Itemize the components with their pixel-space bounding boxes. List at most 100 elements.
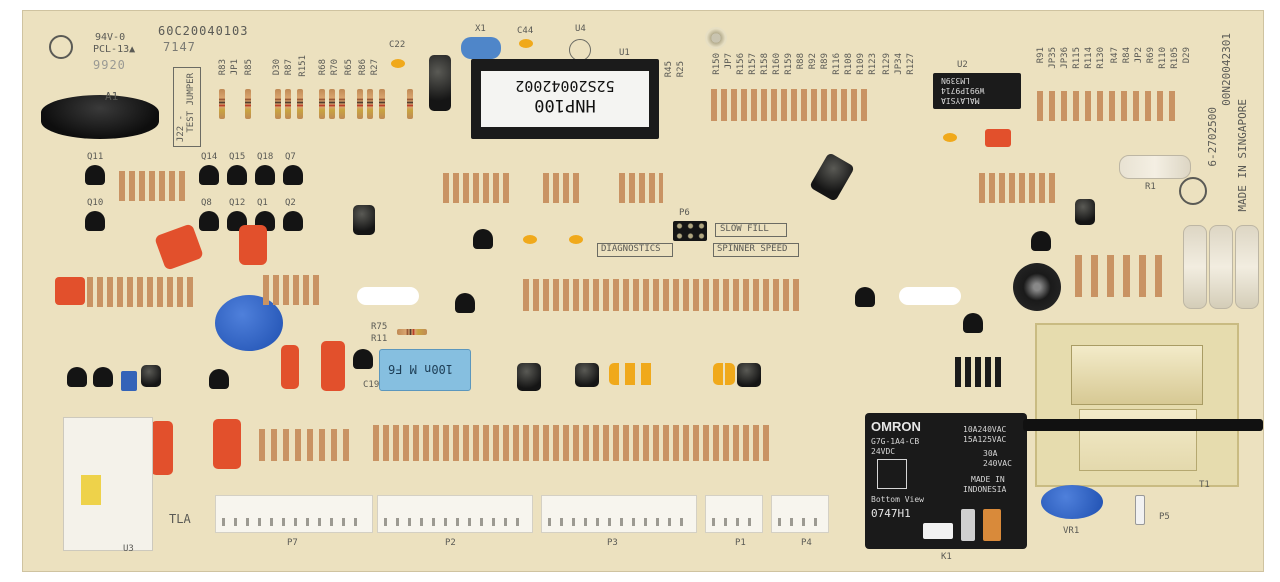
capacitor-c20 (281, 345, 299, 389)
microcontroller-u1: 52S20042002 HNP100 (471, 59, 659, 139)
capacitor-c28 (943, 133, 957, 142)
relay-schematic-icon (877, 459, 907, 489)
p7-label: P7 (287, 538, 298, 548)
ref-r70: R70 (330, 59, 340, 76)
fuse-p5 (1135, 495, 1145, 525)
resistor (379, 89, 385, 119)
ref-r130: R115 (1072, 47, 1082, 69)
transistor-q2 (283, 211, 303, 231)
resistor (319, 89, 325, 119)
t1-label: T1 (1199, 480, 1210, 490)
relay-rating1: 10A240VAC (963, 425, 1007, 434)
ref-r151: R151 (298, 55, 308, 77)
ref-r114: JP36 (1060, 47, 1070, 69)
buzzer-a1 (41, 95, 159, 139)
capacitor-c13 (569, 235, 583, 244)
ref-r129: R109 (856, 53, 866, 75)
relay-terminal (923, 523, 953, 539)
spinner-speed-box (713, 243, 799, 257)
test-jumper-label: TEST JUMPER (186, 73, 196, 133)
ref-r127: R129 (882, 53, 892, 75)
relay-terminal (961, 509, 975, 541)
u1-part-line1: HNP100 (534, 95, 596, 115)
slow-fill-label: SLOW FILL (720, 224, 769, 234)
resistor-row-left2 (263, 275, 323, 305)
ref-r160: R157 (748, 53, 758, 75)
tla-latch (81, 475, 101, 505)
diode-row (955, 357, 1001, 387)
resistor (367, 89, 373, 119)
film-capacitor-c19: 100n M F6 (379, 349, 471, 391)
transistor-q14 (199, 165, 219, 185)
yellow-caps-row2 (713, 363, 735, 385)
power-resistor-r102 (1209, 225, 1233, 309)
resistor-bank-top (711, 89, 871, 121)
ref-r87: R87 (284, 59, 294, 76)
u1-part-line2: 52S20042002 (515, 77, 615, 95)
ref-r123: R108 (844, 53, 854, 75)
c22-label: C22 (389, 40, 406, 50)
u2-line1: LM339N (941, 76, 970, 85)
u4-label: U4 (575, 24, 586, 34)
part-number-line2: 00N20042301 (1220, 33, 1233, 106)
q14-label: Q14 (201, 152, 218, 162)
q2-label: Q2 (285, 198, 296, 208)
resistor-bank-midleft (119, 171, 189, 201)
relay-rating3: 30A (983, 449, 998, 458)
connector-p7 (215, 495, 373, 533)
ref-jp1: JP1 (230, 59, 240, 76)
ul-logo-icon (1179, 177, 1207, 205)
q15-label: Q15 (229, 152, 246, 162)
connector-p1 (705, 495, 763, 533)
part-code-label: 60C20040103 (158, 24, 249, 38)
transistor-q21 (473, 229, 493, 249)
resistor-r75 (397, 329, 427, 335)
transistor-q18 (255, 165, 275, 185)
p3-label: P3 (607, 538, 618, 548)
relay-k1: OMRON G7G-1A4-CB 24VDC 10A240VAC 15A125V… (865, 413, 1027, 549)
ref-r158: R156 (736, 53, 746, 75)
transformer-t1 (1035, 323, 1239, 487)
capacitor-c18 (523, 235, 537, 244)
ref-r116: R92 (808, 53, 818, 70)
ref-r150: R45 (664, 61, 674, 78)
r75-label: R75 (371, 322, 388, 332)
u1-label-sticker: 52S20042002 HNP100 (481, 71, 649, 127)
relay-bottom-view: Bottom View (871, 495, 924, 504)
resistor (219, 89, 225, 119)
transistor-q15 (227, 165, 247, 185)
ref-jp3: D29 (1182, 47, 1192, 64)
relay-terminal (983, 509, 1001, 541)
power-resistor-r103 (1235, 225, 1259, 309)
resistor-row-left (87, 277, 197, 307)
resistor-bank-mid4 (979, 173, 1059, 203)
ref-r105: R69 (1146, 47, 1156, 64)
relay-rating2: 15A125VAC (963, 435, 1007, 444)
pcl-label: PCL-13▲ (93, 44, 136, 55)
resistor (245, 89, 251, 119)
q12-label: Q12 (229, 198, 246, 208)
ref-r85: R85 (244, 59, 254, 76)
ref-r89: R88 (796, 53, 806, 70)
transistor-q20 (93, 367, 113, 387)
connector-p2 (377, 495, 533, 533)
transistor-q22 (455, 293, 475, 313)
p1-label: P1 (735, 538, 746, 548)
resistor (297, 89, 303, 119)
transistor-q10 (85, 211, 105, 231)
relay-code: 0747H1 (871, 507, 911, 520)
resistor (407, 89, 413, 119)
ref-r109: R116 (832, 53, 842, 75)
electrolytic-capacitor-c14 (575, 363, 599, 387)
u2-ref: U2 (957, 60, 968, 70)
mounting-slot (899, 287, 961, 305)
connector-p4 (771, 495, 829, 533)
transistor-q3 (209, 369, 229, 389)
ref-r65: R65 (344, 59, 354, 76)
electrolytic-capacitor-c40 (141, 365, 161, 387)
resistor-row-lower-left (259, 429, 349, 461)
q10-label: Q10 (87, 198, 104, 208)
diagnostics-box (597, 243, 673, 257)
transistor-q16 (855, 287, 875, 307)
tla-label: TLA (169, 512, 191, 526)
